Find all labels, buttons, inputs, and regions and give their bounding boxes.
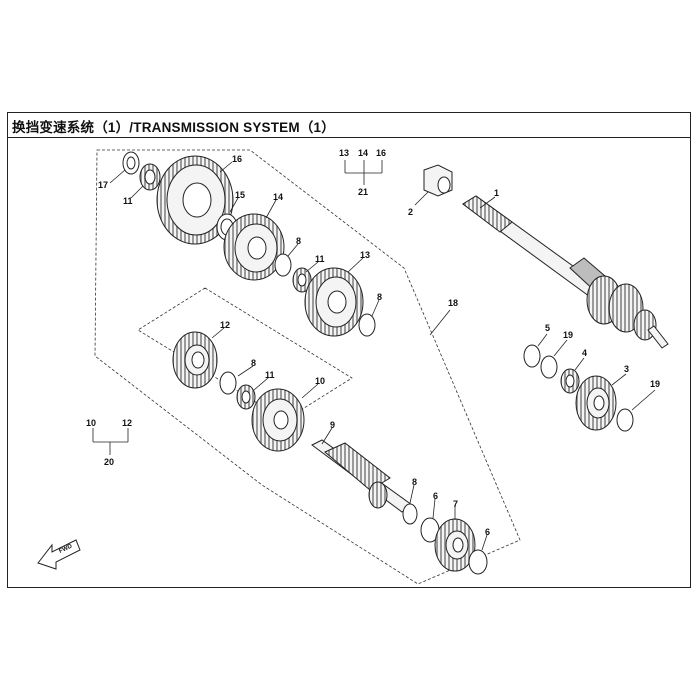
gear-14 (223, 213, 285, 281)
callout-group-13: 13 (339, 148, 349, 158)
gear-12 (172, 331, 218, 389)
callout-19-a: 19 (563, 330, 573, 340)
gear-7 (434, 518, 476, 572)
circlip-8-a (274, 253, 292, 277)
mainshaft-1 (462, 195, 669, 349)
callout-1: 1 (494, 188, 499, 198)
callout-10: 10 (315, 376, 325, 386)
callout-18: 18 (448, 298, 458, 308)
page-title: 换挡变速系统（1）/TRANSMISSION SYSTEM（1） (12, 120, 335, 135)
callout-group-20: 20 (104, 457, 114, 467)
gear-16 (156, 155, 234, 245)
callouts: 17 11 16 15 14 8 11 13 8 12 8 11 10 9 8 … (86, 148, 660, 537)
needle-bearing-11-top (139, 163, 161, 191)
callout-4: 4 (582, 348, 587, 358)
leader-lines (92, 160, 656, 551)
title-bar: 换挡变速系统（1）/TRANSMISSION SYSTEM（1） (7, 112, 691, 138)
nut-2 (423, 164, 453, 197)
washer-17 (122, 151, 140, 175)
callout-group-21: 21 (358, 187, 368, 197)
callout-15: 15 (235, 190, 245, 200)
needle-bearing-11-mid (292, 267, 312, 293)
needle-bearing-4 (560, 368, 580, 394)
callout-8-b: 8 (377, 292, 382, 302)
callout-group-16: 16 (376, 148, 386, 158)
washer-5 (523, 344, 541, 368)
callout-19-b: 19 (650, 379, 660, 389)
callout-13: 13 (360, 250, 370, 260)
washer-8-d (402, 503, 418, 525)
countershaft-9 (311, 439, 413, 513)
callout-6-a: 6 (433, 491, 438, 501)
callout-8-a: 8 (296, 236, 301, 246)
fwd-arrow-icon: FWD (37, 539, 81, 570)
needle-bearing-11-low (236, 384, 256, 410)
callout-2: 2 (408, 207, 413, 217)
callout-5: 5 (545, 323, 550, 333)
callout-7: 7 (453, 499, 458, 509)
fwd-label: FWD (58, 543, 74, 554)
callout-14: 14 (273, 192, 283, 202)
callout-3: 3 (624, 364, 629, 374)
callout-group-12: 12 (122, 418, 132, 428)
callout-17: 17 (98, 180, 108, 190)
gear-10 (251, 388, 305, 452)
callout-11-mid: 11 (315, 254, 325, 264)
callout-11-low: 11 (265, 370, 275, 380)
circlip-6-b (468, 549, 488, 575)
circlip-8-c (219, 371, 237, 395)
washer-19-a (540, 355, 558, 379)
callout-16: 16 (232, 154, 242, 164)
assembly-boundary-18 (94, 149, 521, 585)
washer-19-b (616, 408, 634, 432)
callout-8-c: 8 (251, 358, 256, 368)
callout-group-10: 10 (86, 418, 96, 428)
callout-11-top: 11 (123, 196, 133, 206)
callout-9: 9 (330, 420, 335, 430)
callout-8-d: 8 (412, 477, 417, 487)
gear-13 (304, 267, 364, 337)
gear-3 (575, 375, 617, 431)
callout-6-b: 6 (485, 527, 490, 537)
circlip-8-b (358, 313, 376, 337)
diagram-frame (7, 112, 691, 588)
callout-12: 12 (220, 320, 230, 330)
callout-group-14: 14 (358, 148, 368, 158)
